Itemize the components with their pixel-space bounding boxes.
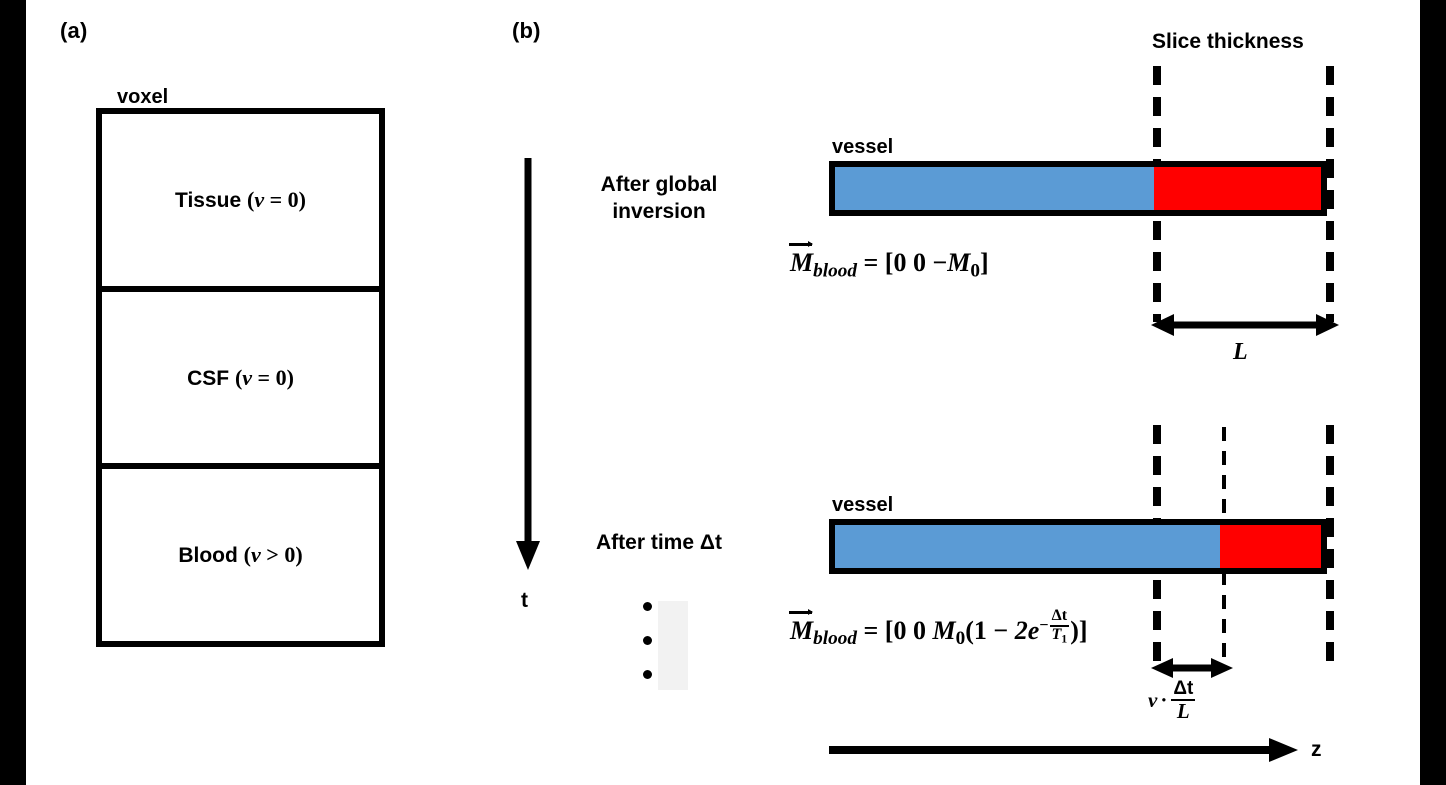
- length-L-label: L: [1233, 339, 1248, 365]
- equation-2-M: M: [932, 615, 956, 645]
- inflow-numerator: Δt: [1171, 678, 1196, 701]
- ellipsis-dot-3: [643, 670, 652, 679]
- voxel-cell-tissue-label: Tissue (v = 0): [175, 186, 306, 212]
- panel-b-label: (b): [512, 18, 541, 43]
- inflow-dot: ·: [1160, 688, 1168, 713]
- stage-2-label-line1: After time Δt: [596, 531, 722, 554]
- vessel-segment-fresh-top: [1153, 167, 1321, 210]
- equation-2-minus: −: [993, 615, 1009, 645]
- panel-a-label: (a): [60, 18, 88, 43]
- voxel-cell-csf: CSF (v = 0): [102, 285, 379, 464]
- slice-thickness-label: Slice thickness: [1152, 30, 1304, 53]
- letterbox-right: [1420, 0, 1446, 785]
- time-axis-label: t: [521, 589, 528, 612]
- inflow-denominator: L: [1176, 698, 1190, 723]
- vessel-label-bottom: vessel: [832, 494, 894, 516]
- vessel-bar-bottom: [829, 519, 1327, 574]
- stage-2-label: After time Δt: [568, 530, 750, 557]
- vessel-segment-inverted-top: [835, 167, 1154, 210]
- voxel-label: voxel: [117, 86, 169, 108]
- slice-boundary-right-top: [1326, 66, 1334, 322]
- letterbox-left: [0, 0, 26, 785]
- vessel-segment-fresh-bottom: [1220, 525, 1321, 568]
- equation-2-exponent-numerator: Δt: [1049, 607, 1070, 627]
- ellipsis-backdrop: [658, 601, 688, 690]
- equation-2-equals: =: [863, 615, 879, 645]
- equation-1-vector-M: M: [789, 241, 814, 278]
- ellipsis-dot-1: [643, 602, 652, 611]
- equation-after-inversion: Mblood = [0 0 −M0]: [789, 241, 989, 282]
- space-axis-arrow: [829, 738, 1298, 762]
- equation-2-exponent-T-sub: 1: [1061, 631, 1068, 646]
- stage-1-label-line1: After global: [600, 173, 718, 196]
- time-axis-arrow: [516, 158, 540, 570]
- equation-2-open: [0 0: [884, 615, 926, 645]
- equation-1-equals: =: [863, 248, 879, 277]
- equation-2-subscript: blood: [813, 628, 857, 650]
- vessel-bar-top: [829, 161, 1327, 216]
- inflow-distance-label: v · Δt L: [1148, 679, 1196, 723]
- equation-1-minus: −: [932, 248, 948, 277]
- slice-thickness-arrow: [1151, 314, 1339, 336]
- equation-2-paren-open: (1: [965, 615, 987, 645]
- equation-2-vector-M: M: [789, 609, 814, 646]
- ellipsis-dot-2: [643, 636, 652, 645]
- equation-2-exponent-T: T: [1051, 625, 1062, 643]
- stage-1-label-line2: inversion: [612, 199, 706, 223]
- voxel-cell-csf-label: CSF (v = 0): [187, 364, 294, 390]
- inflow-v: v: [1148, 688, 1158, 713]
- equation-2-two-e: 2e: [1014, 615, 1040, 645]
- slice-boundary-right-bottom: [1326, 425, 1334, 670]
- vessel-segment-inverted-bottom: [835, 525, 1221, 568]
- equation-2-exponent-sign: −: [1039, 616, 1049, 634]
- equation-2-M-sub: 0: [955, 628, 966, 650]
- inflow-fraction: Δt L: [1171, 678, 1196, 723]
- vessel-label-top: vessel: [832, 136, 894, 158]
- equation-2-close: )]: [1070, 615, 1088, 645]
- equation-1-close: ]: [980, 248, 989, 277]
- equation-1-M: M: [947, 248, 971, 277]
- equation-1-open: [0 0: [884, 248, 926, 277]
- stage-1-label: After global inversion: [568, 172, 750, 226]
- voxel-cell-blood: Blood (v > 0): [102, 463, 379, 641]
- equation-1-M-sub: 0: [970, 260, 981, 282]
- voxel-cell-blood-label: Blood (v > 0): [178, 542, 303, 568]
- inflow-distance-arrow: [1151, 658, 1233, 678]
- voxel-cell-tissue: Tissue (v = 0): [102, 114, 379, 286]
- equation-1-subscript: blood: [813, 260, 857, 282]
- space-axis-label: z: [1311, 738, 1322, 761]
- voxel-box: Tissue (v = 0) CSF (v = 0) Blood (v > 0): [96, 108, 385, 647]
